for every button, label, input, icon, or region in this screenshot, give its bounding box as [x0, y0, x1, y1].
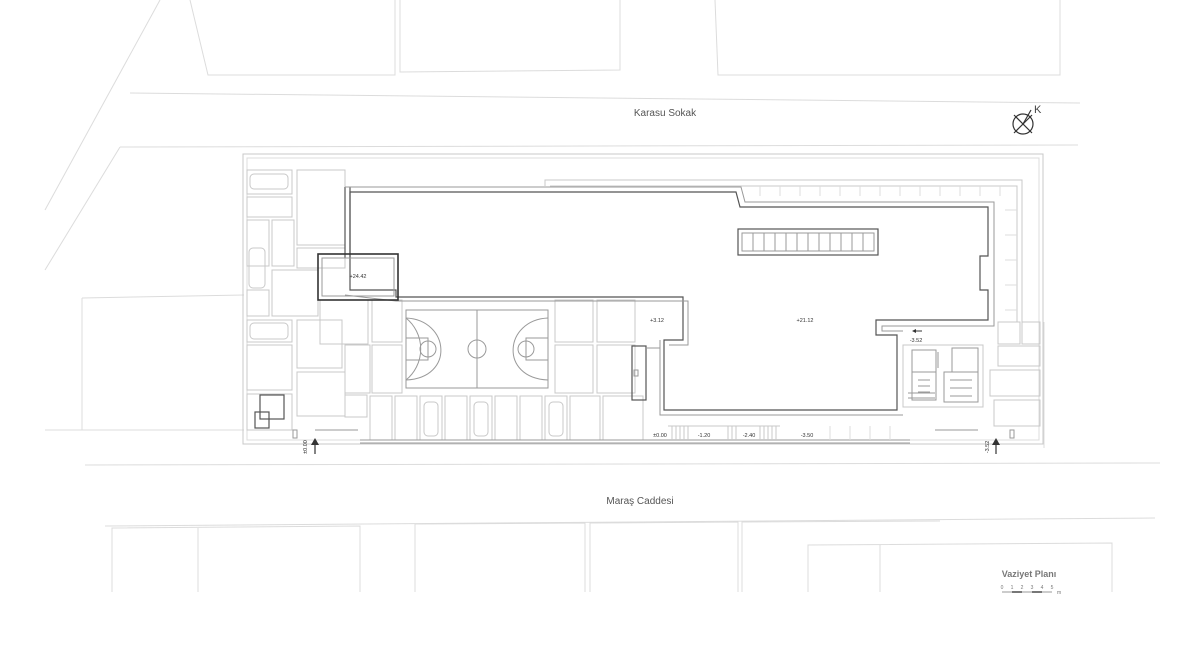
south-stairs	[292, 425, 1015, 444]
level-label-podium: +3.12	[650, 318, 664, 324]
street-name-north: Karasu Sokak	[634, 108, 697, 119]
level-label-tower: +24.42	[350, 274, 367, 280]
sunken-court	[902, 344, 984, 408]
scale-tick-1: 1	[1011, 585, 1014, 591]
street-name-south: Maraş Caddesi	[606, 496, 673, 507]
scale-unit: m	[1057, 590, 1061, 596]
scale-tick-0: 0	[1001, 585, 1004, 591]
tower-block	[317, 253, 399, 301]
level-label-stair-3: -3.50	[801, 433, 814, 439]
scale-tick-4: 4	[1041, 585, 1044, 591]
scale-tick-3: 3	[1031, 585, 1034, 591]
level-label-sunken-court: -3.52	[910, 338, 923, 344]
scale-tick-2: 2	[1021, 585, 1024, 591]
context-lines	[44, 0, 1161, 592]
basketball-court	[405, 309, 549, 389]
scale-tick-5: 5	[1051, 585, 1054, 591]
north-arrow	[1012, 109, 1034, 135]
east-terrace	[544, 179, 1041, 427]
plan-title: Vaziyet Planı	[1002, 569, 1057, 579]
south-parking	[369, 395, 568, 441]
level-label-main-roof: +21.12	[797, 318, 814, 324]
level-label-entrance-east: -3.52	[985, 441, 991, 454]
level-label-stair-2: -2.40	[743, 433, 756, 439]
north-arrow-letter: K	[1034, 104, 1042, 116]
level-label-stair-1: -1.20	[698, 433, 711, 439]
main-building	[344, 186, 995, 416]
entrance-arrow-west	[311, 438, 319, 454]
level-label-entrance-west: ±0.00	[303, 440, 309, 454]
sunken-court-arrow	[912, 329, 922, 333]
scale-bar	[1002, 591, 1052, 593]
courtyard-grid	[319, 299, 644, 441]
level-label-stair-0: ±0.00	[653, 433, 667, 439]
entrance-arrow-east	[992, 438, 1000, 454]
